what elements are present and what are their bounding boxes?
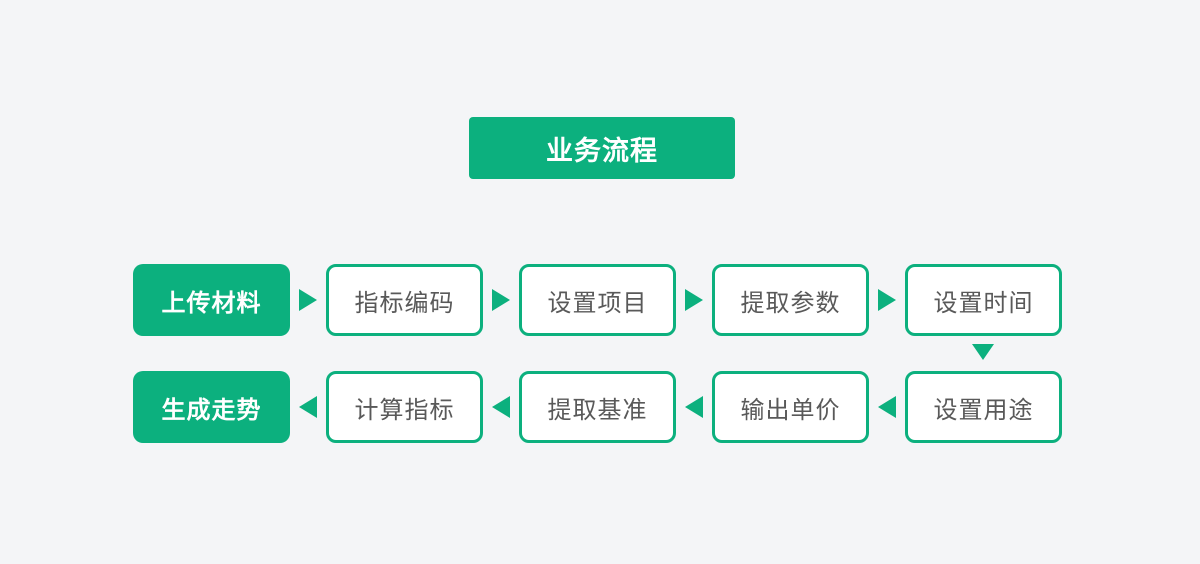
flow-step-extract-baseline: 提取基准 — [519, 371, 676, 443]
diagram-title: 业务流程 — [469, 117, 735, 179]
arrow-right-icon — [492, 289, 510, 311]
arrow-left-icon — [685, 396, 703, 418]
arrow-right-icon — [685, 289, 703, 311]
arrow-left-icon — [492, 396, 510, 418]
arrow-down-icon — [972, 344, 994, 360]
flow-step-indicator-coding: 指标编码 — [326, 264, 483, 336]
diagram-title-label: 业务流程 — [546, 135, 658, 166]
step-label: 生成走势 — [161, 396, 262, 424]
arrow-left-icon — [299, 396, 317, 418]
flow-step-output-unit-price: 输出单价 — [712, 371, 869, 443]
step-label: 计算指标 — [354, 396, 455, 424]
step-label: 设置用途 — [933, 396, 1034, 424]
step-label: 提取基准 — [547, 396, 648, 424]
flow-step-extract-parameters: 提取参数 — [712, 264, 869, 336]
arrow-right-icon — [878, 289, 896, 311]
step-label: 设置时间 — [933, 289, 1034, 317]
step-label: 输出单价 — [740, 396, 841, 424]
flow-step-generate-trend: 生成走势 — [133, 371, 290, 443]
arrow-right-icon — [299, 289, 317, 311]
flow-step-upload-materials: 上传材料 — [133, 264, 290, 336]
arrow-left-icon — [878, 396, 896, 418]
step-label: 指标编码 — [354, 289, 455, 317]
flow-row-bottom: 生成走势 计算指标 提取基准 输出单价 设置用途 — [133, 371, 1062, 443]
step-label: 上传材料 — [161, 289, 262, 317]
flow-step-set-time: 设置时间 — [905, 264, 1062, 336]
step-label: 提取参数 — [740, 289, 841, 317]
flow-row-top: 上传材料 指标编码 设置项目 提取参数 设置时间 — [133, 264, 1062, 336]
flow-step-set-project: 设置项目 — [519, 264, 676, 336]
step-label: 设置项目 — [547, 289, 648, 317]
flow-step-set-purpose: 设置用途 — [905, 371, 1062, 443]
flow-step-calculate-indicators: 计算指标 — [326, 371, 483, 443]
